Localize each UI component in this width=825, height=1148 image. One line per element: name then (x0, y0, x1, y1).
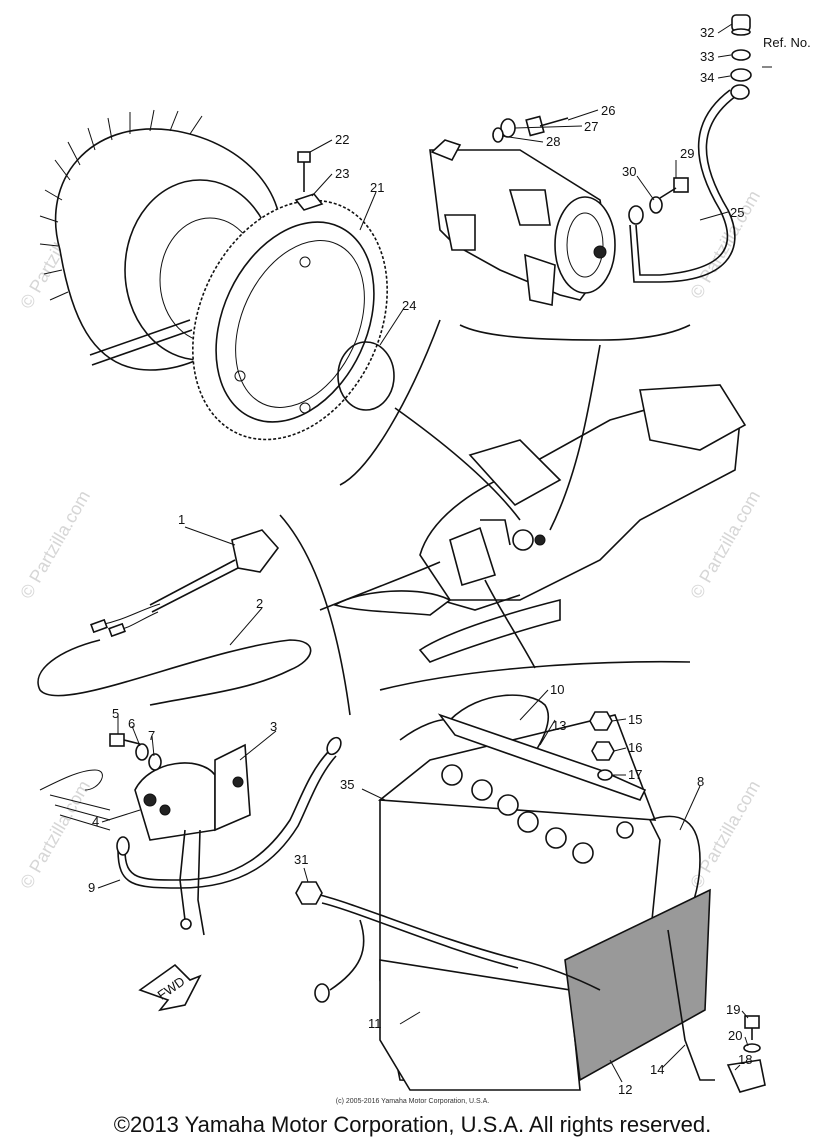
rod-14 (667, 929, 715, 1081)
callout-26: 26 (601, 103, 615, 118)
callout-29: 29 (680, 146, 694, 161)
callout-22: 22 (335, 132, 349, 147)
callout-13: 13 (552, 718, 566, 733)
o-ring-24 (337, 341, 395, 411)
callout-5: 5 (112, 706, 119, 721)
callout-11: 11 (368, 1016, 382, 1031)
callout-9: 9 (88, 880, 95, 895)
callout-28: 28 (546, 134, 560, 149)
callout-18: 18 (738, 1052, 752, 1067)
callout-23: 23 (335, 166, 349, 181)
battery-cable-9 (116, 736, 342, 889)
fwd-arrow: FWD (138, 963, 202, 1012)
bolt-26 (525, 115, 569, 137)
callout-31: 31 (294, 852, 308, 867)
wire-harness-1 (90, 529, 280, 638)
washer-17 (597, 769, 613, 781)
battery-hold-down-13 (437, 713, 647, 801)
washer-30 (649, 196, 663, 214)
callout-4: 4 (92, 814, 99, 829)
callout-2: 2 (256, 596, 263, 611)
callout-6: 6 (128, 716, 135, 731)
cable-31 (295, 881, 601, 1003)
ref-no-header: Ref. No. (763, 35, 811, 50)
bolt-29 (659, 177, 689, 199)
starter-relay (39, 743, 251, 936)
watermark-text: © Partzilla.com (16, 487, 94, 602)
callout-15: 15 (628, 712, 642, 727)
callout-16: 16 (628, 740, 642, 755)
callout-35: 35 (340, 777, 354, 792)
washer-20 (743, 1043, 761, 1053)
nut-34 (730, 68, 752, 82)
callout-33: 33 (700, 49, 714, 64)
terminal-cap-32 (731, 14, 751, 36)
grouping-lines (279, 319, 691, 716)
callout-32: 32 (700, 25, 714, 40)
washer-7 (148, 753, 162, 771)
callout-34: 34 (700, 70, 714, 85)
callout-24: 24 (402, 298, 416, 313)
callout-10: 10 (550, 682, 564, 697)
bolt-22 (294, 151, 324, 211)
callout-30: 30 (622, 164, 636, 179)
callout-25: 25 (730, 205, 744, 220)
battery-cover-12 (564, 888, 711, 1082)
snowmobile (332, 384, 747, 663)
callout-1: 1 (178, 512, 185, 527)
washer-28 (492, 127, 504, 143)
starter-cable-25 (628, 84, 750, 283)
callout-27: 27 (584, 119, 598, 134)
callout-7: 7 (148, 728, 155, 743)
callout-12: 12 (618, 1082, 632, 1097)
callout-21: 21 (370, 180, 384, 195)
callout-20: 20 (728, 1028, 742, 1043)
bolt-19 (744, 1015, 760, 1040)
watermark-text: © Partzilla.com (686, 487, 764, 602)
nut-16 (591, 741, 615, 761)
callout-17: 17 (628, 767, 642, 782)
footer-copyright: ©2013 Yamaha Motor Corporation, U.S.A. A… (113, 1112, 712, 1137)
watermark-text: © Partzilla.com (16, 777, 94, 892)
callout-leaders (97, 23, 772, 1083)
starter-motor (429, 139, 616, 306)
callout-19: 19 (726, 1002, 740, 1017)
callout-labels: 1 2 3 4 5 6 7 8 9 10 11 12 13 14 15 16 1… (88, 25, 811, 1097)
washer-6 (135, 743, 149, 761)
callout-8: 8 (697, 774, 704, 789)
wire-2 (37, 639, 312, 706)
small-credit: (c) 2005-2016 Yamaha Motor Corporation, … (335, 1098, 490, 1105)
callout-14: 14 (650, 1062, 664, 1077)
washer-33 (731, 49, 751, 61)
callout-3: 3 (270, 719, 277, 734)
watermark-text: © Partzilla.com (686, 777, 764, 892)
bolt-5 (109, 733, 141, 747)
nut-15 (589, 711, 613, 731)
